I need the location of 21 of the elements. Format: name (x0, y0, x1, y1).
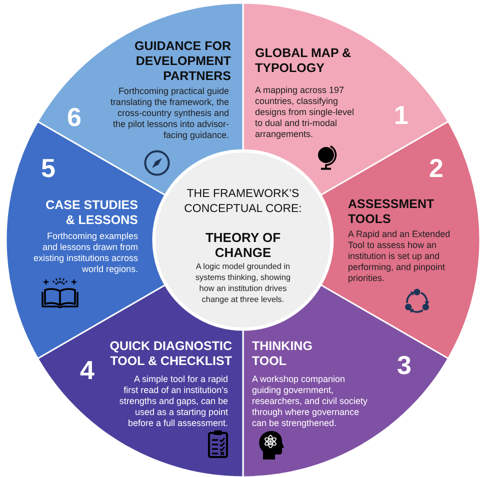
segment-number: 2 (429, 155, 444, 181)
segment-number: 3 (397, 352, 412, 378)
core-description: A logic model grounded in systems thinking, showing how an institution drives change at three levels. (194, 261, 292, 305)
segment-number: 4 (80, 357, 94, 383)
segment-title: THINKING TOOL (252, 339, 314, 369)
segment-title: CASE STUDIES & LESSONS (44, 198, 138, 228)
core-label: THE FRAMEWORK’S CONCEPTUAL CORE: (183, 187, 303, 217)
segment-title: QUICK DIAGNOSTIC TOOL & CHECKLIST (108, 339, 232, 369)
segment-title: ASSESSMENT TOOLS (348, 197, 436, 227)
segment-description: A workshop companion guiding government, researchers, and civil society through where governance can be strengthened. (252, 374, 369, 429)
segment-description: A Rapid and an Extended Tool to assess how an institution is set up and performing, and pinpoint priorities. (348, 229, 452, 284)
segment-description: A mapping across 197 countries, classifying designs from single-level to dual and tri-modal arrangements. (255, 85, 356, 140)
core-title: THEORY OF CHANGE (204, 230, 282, 260)
segment-number: 1 (394, 102, 408, 128)
segment-number: 6 (67, 104, 82, 130)
segment-title: GUIDANCE FOR DEVELOPMENT PARTNERS (133, 39, 231, 84)
segment-description: A simple tool for a rapid first read of an institution’s strengths and gaps, can be used as a starting point before a full assessment. (118, 374, 228, 429)
segment-number: 5 (41, 155, 56, 181)
segment-description: Forthcoming examples and lessons drawn from existing institutions across world regions. (32, 231, 138, 275)
segment-description: Forthcoming practical guide translating the framework, the cross-country synthesis and the pilot lessons into advisor-facing guidance. (109, 86, 229, 141)
segment-title: GLOBAL MAP & TYPOLOGY (255, 46, 352, 76)
